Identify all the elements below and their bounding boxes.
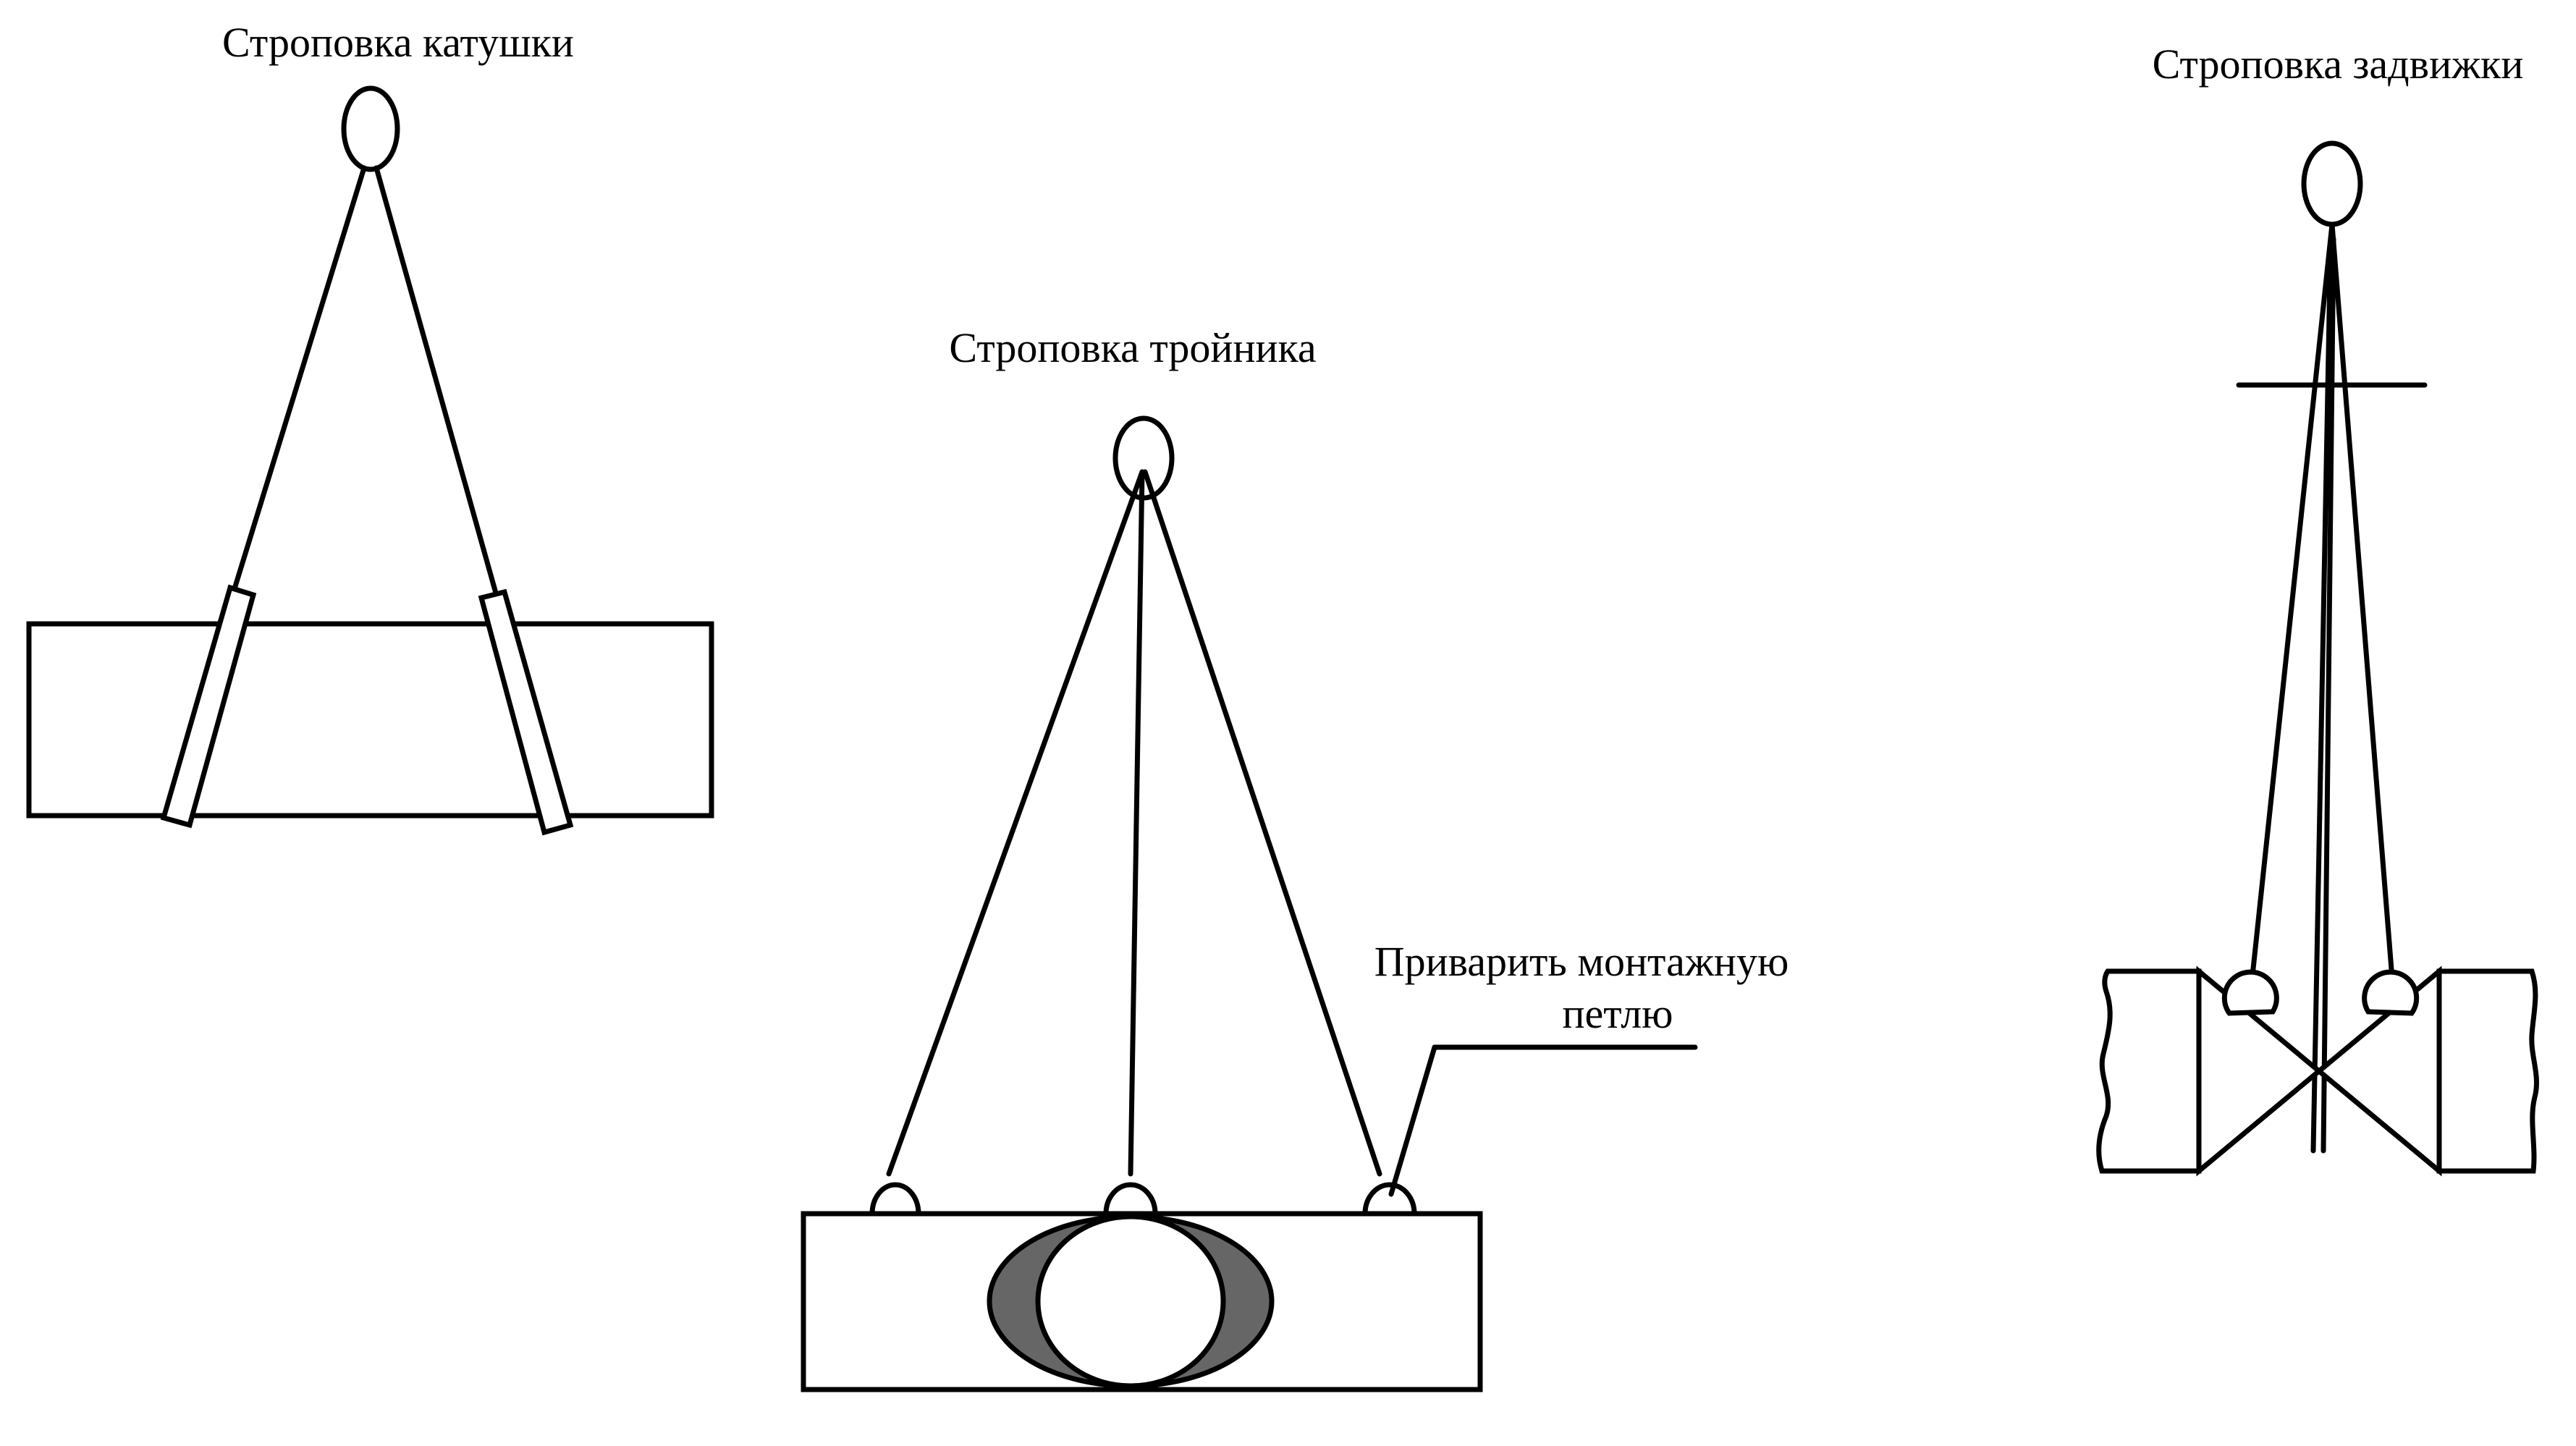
valve-slinging-title: Строповка задвижки (2153, 41, 2524, 88)
weld-note-leader-line (1388, 1044, 1698, 1197)
valve-lifting-lug-right (2362, 969, 2420, 1016)
tee-lifting-lug-left (869, 1182, 921, 1217)
tee-lifting-lug-right (1362, 1182, 1417, 1217)
spool-sling-wrap-right (478, 588, 574, 836)
valve-slinging-group: Строповка задвижки (2096, 41, 2539, 1177)
tee-sling-right (1142, 469, 1382, 1177)
spool-crane-hook-ring (341, 85, 400, 172)
valve-body-left-half (2196, 965, 2323, 1177)
valve-sling-center-b (2320, 236, 2336, 1154)
valve-crane-hook-ring (2301, 140, 2363, 227)
spool-sling-right (373, 165, 501, 604)
valve-sling-left (2250, 221, 2335, 978)
weld-note-line-1: Приварить монтажную (1374, 938, 1789, 985)
valve-sling-right (2329, 221, 2395, 981)
tee-lifting-lug-center (1103, 1182, 1158, 1217)
tee-slinging-title: Строповка тройника (949, 324, 1316, 371)
tee-branch-opening-inner (1035, 1214, 1226, 1389)
spool-slinging-group: Строповка катушки (26, 19, 714, 836)
valve-sling-center-a (2310, 236, 2334, 1154)
spool-pipe-body (26, 621, 714, 819)
spool-slinging-title: Строповка катушки (222, 19, 574, 66)
valve-lifting-lug-left (2221, 969, 2279, 1016)
valve-pipe-stub-right (2436, 968, 2539, 1174)
tee-sling-center (1128, 469, 1145, 1177)
tee-slinging-group: Строповка тройника Приварить монтажную п… (801, 324, 1789, 1392)
spool-sling-left (230, 165, 367, 596)
valve-pipe-stub-left (2096, 968, 2202, 1174)
weld-note-line-2: петлю (1563, 990, 1673, 1037)
spool-sling-wrap-left (160, 584, 257, 829)
valve-body-right-half (2315, 965, 2442, 1177)
tee-sling-left (886, 469, 1145, 1177)
